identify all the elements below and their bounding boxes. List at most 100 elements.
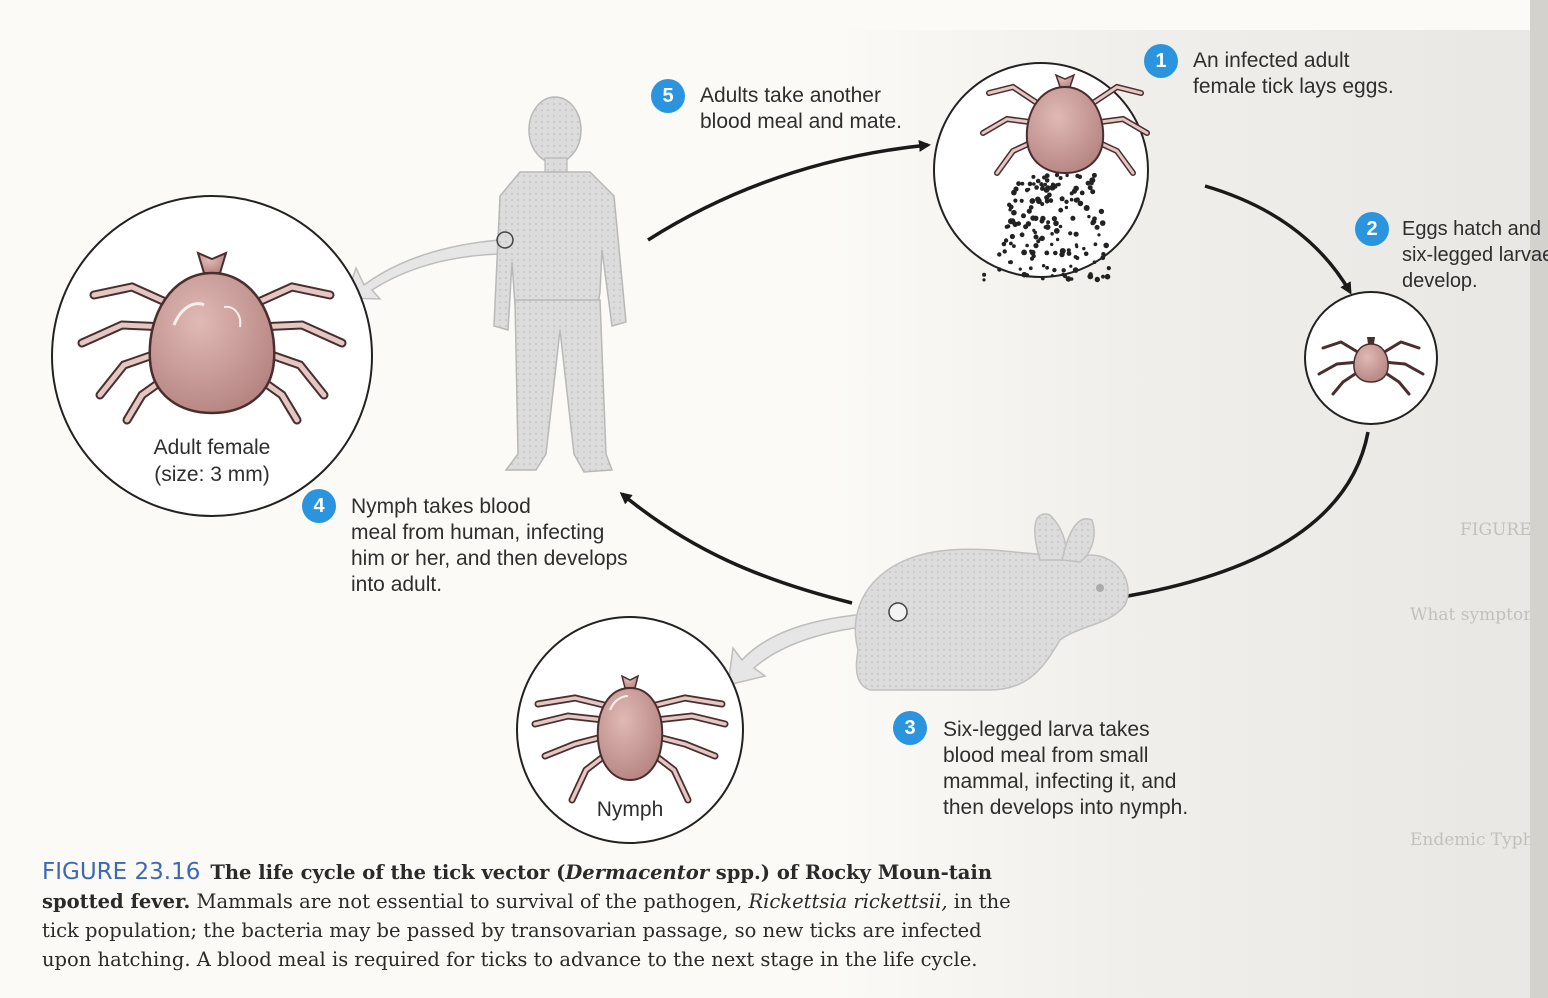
egg bbox=[1022, 272, 1028, 278]
step-4-badge: 4 bbox=[302, 489, 336, 523]
egg bbox=[1007, 203, 1011, 207]
egg bbox=[1056, 238, 1059, 241]
egg bbox=[1033, 243, 1038, 248]
egg bbox=[1068, 231, 1072, 235]
egg bbox=[1045, 173, 1050, 178]
egg bbox=[1084, 252, 1089, 257]
step-3-badge: 3 bbox=[893, 711, 927, 745]
egg bbox=[1045, 178, 1050, 183]
egg bbox=[1092, 173, 1097, 178]
adult-female-label-line-1: Adult female bbox=[112, 434, 312, 461]
egg bbox=[1065, 206, 1068, 209]
egg bbox=[1070, 191, 1074, 195]
egg bbox=[1070, 198, 1074, 202]
egg bbox=[1105, 274, 1111, 280]
egg bbox=[1073, 267, 1079, 273]
egg bbox=[1013, 186, 1018, 191]
arrow-human-to-adult-eggs bbox=[648, 145, 928, 240]
egg bbox=[982, 273, 986, 277]
step-5-line-1: Adults take another bbox=[700, 83, 902, 109]
step-1-line-1: An infected adult bbox=[1193, 48, 1394, 74]
egg bbox=[1073, 186, 1079, 192]
step-2-line-2: six-legged larvae bbox=[1402, 242, 1548, 268]
figure-title-genus: Dermacentor bbox=[565, 861, 709, 884]
egg bbox=[997, 252, 1001, 256]
egg bbox=[1074, 255, 1078, 259]
egg bbox=[1069, 265, 1072, 268]
egg bbox=[1026, 221, 1031, 226]
egg bbox=[1051, 183, 1055, 187]
step-4-text: Nymph takes blood meal from human, infec… bbox=[351, 494, 628, 598]
step-4-line-1: Nymph takes blood bbox=[351, 494, 628, 520]
egg bbox=[1090, 182, 1094, 186]
egg bbox=[1078, 175, 1082, 179]
egg bbox=[1091, 222, 1094, 225]
egg bbox=[997, 267, 1001, 271]
egg bbox=[1046, 220, 1050, 224]
egg bbox=[1053, 251, 1058, 256]
step-5-line-2: blood meal and mate. bbox=[700, 109, 902, 135]
egg bbox=[1034, 185, 1039, 190]
egg bbox=[1100, 220, 1106, 226]
egg bbox=[1058, 208, 1063, 213]
egg bbox=[1052, 268, 1056, 272]
egg bbox=[1064, 200, 1068, 204]
step-3-line-2: blood meal from small bbox=[943, 743, 1188, 769]
egg bbox=[1061, 273, 1065, 277]
step-4-line-4: into adult. bbox=[351, 572, 628, 598]
egg bbox=[1008, 208, 1011, 211]
egg bbox=[1028, 182, 1033, 187]
egg bbox=[1008, 218, 1014, 224]
egg bbox=[1082, 247, 1085, 250]
egg bbox=[1016, 181, 1021, 186]
egg bbox=[1101, 275, 1105, 279]
egg bbox=[1093, 260, 1097, 264]
egg bbox=[982, 278, 985, 281]
egg bbox=[1042, 264, 1045, 267]
step-3-line-3: mammal, infecting it, and bbox=[943, 769, 1188, 795]
egg bbox=[1050, 232, 1054, 236]
egg bbox=[1067, 248, 1071, 252]
egg bbox=[1029, 205, 1034, 210]
transfer-arrow-human-to-adult bbox=[346, 240, 500, 299]
step-5-text: Adults take another blood meal and mate. bbox=[700, 83, 902, 135]
egg bbox=[1029, 266, 1033, 270]
egg bbox=[1025, 188, 1029, 192]
egg bbox=[1059, 176, 1063, 180]
egg bbox=[1094, 242, 1098, 246]
egg bbox=[1070, 277, 1074, 281]
egg bbox=[1054, 228, 1060, 234]
step-4-line-3: him or her, and then develops bbox=[351, 546, 628, 572]
egg bbox=[1009, 242, 1013, 246]
arrow-eggs-to-larva bbox=[1205, 186, 1350, 292]
egg bbox=[1080, 191, 1085, 196]
egg bbox=[1099, 209, 1104, 214]
egg bbox=[1020, 232, 1025, 237]
figure-title-pre: The life cycle of the tick vector ( bbox=[210, 861, 565, 884]
egg bbox=[1032, 229, 1035, 232]
step-3-text: Six-legged larva takes blood meal from s… bbox=[943, 717, 1188, 821]
egg bbox=[1055, 183, 1058, 186]
egg bbox=[1040, 186, 1045, 191]
egg bbox=[1036, 239, 1040, 243]
adult-female-label: Adult female (size: 3 mm) bbox=[112, 434, 312, 488]
egg bbox=[1101, 252, 1105, 256]
egg bbox=[1032, 182, 1036, 186]
egg bbox=[1041, 277, 1045, 281]
egg-laying-circle bbox=[934, 63, 1148, 277]
step-1-line-2: female tick lays eggs. bbox=[1193, 74, 1394, 100]
egg bbox=[1075, 243, 1078, 246]
egg bbox=[1044, 183, 1047, 186]
egg bbox=[1029, 250, 1032, 253]
egg bbox=[1087, 215, 1090, 218]
egg bbox=[1107, 266, 1111, 270]
figure-number: FIGURE 23.16 bbox=[42, 859, 200, 885]
egg bbox=[1031, 175, 1035, 179]
step-1-text: An infected adult female tick lays eggs. bbox=[1193, 48, 1394, 100]
egg bbox=[1003, 249, 1007, 253]
egg bbox=[1045, 197, 1048, 200]
step-4-line-2: meal from human, infecting bbox=[351, 520, 628, 546]
egg bbox=[1084, 205, 1090, 211]
egg bbox=[1053, 221, 1059, 227]
caption-body-pre: Mammals are not essential to survival of… bbox=[196, 890, 748, 913]
